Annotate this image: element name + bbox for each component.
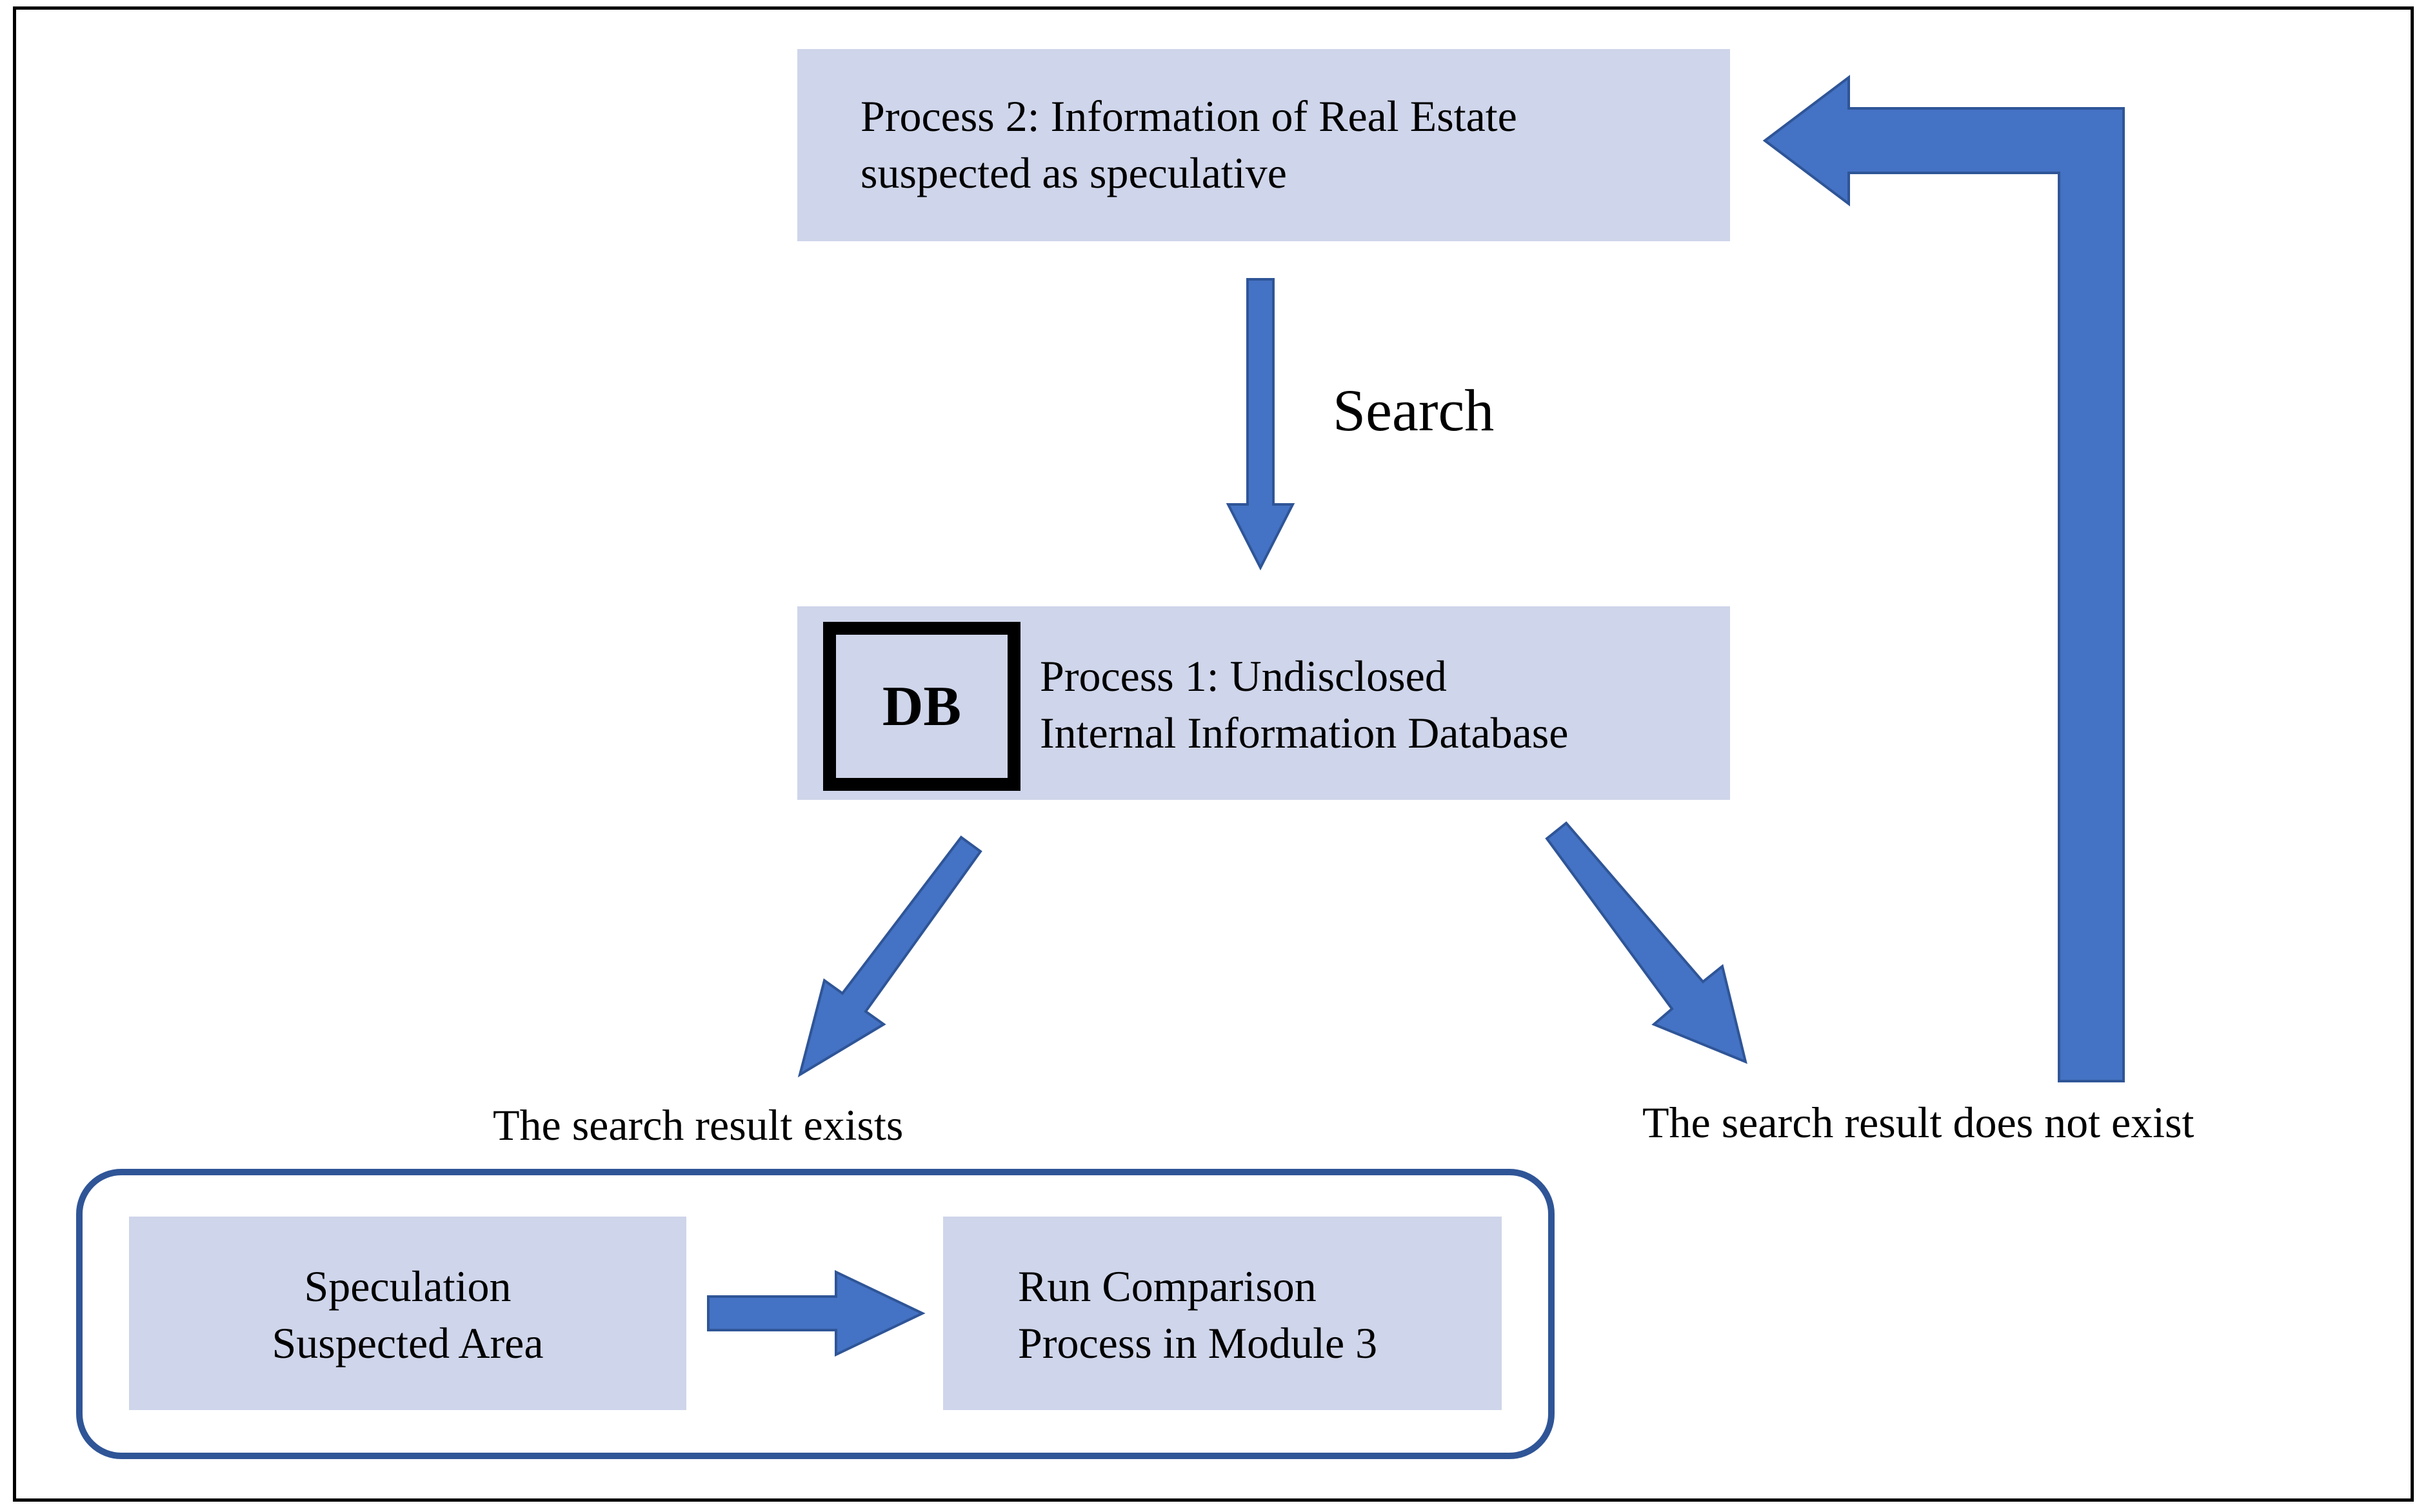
- process2-line1: Process 2: Information of Real Estate: [861, 92, 1517, 141]
- comparison-text: Run Comparison Process in Module 3: [1018, 1258, 1377, 1371]
- comparison-line2: Process in Module 3: [1018, 1318, 1378, 1368]
- not-exists-arrow: [1545, 821, 1747, 1064]
- speculation-area-line2: Suspected Area: [272, 1318, 544, 1368]
- search-arrow: [1226, 278, 1295, 571]
- speculation-area-line1: Speculation: [304, 1262, 512, 1311]
- process2-line2: suspected as speculative: [861, 148, 1287, 197]
- loop-back-arrow: [1762, 74, 2125, 1082]
- process1-text: Process 1: Undisclosed Internal Informat…: [1040, 648, 1568, 761]
- speculation-area-box: Speculation Suspected Area: [129, 1217, 686, 1410]
- process2-box: Process 2: Information of Real Estate su…: [797, 49, 1730, 241]
- comparison-line1: Run Comparison: [1018, 1262, 1317, 1311]
- process1-line2: Internal Information Database: [1040, 708, 1569, 757]
- process2-text: Process 2: Information of Real Estate su…: [861, 88, 1517, 201]
- exists-arrow: [797, 835, 982, 1078]
- speculation-to-comparison-arrow: [707, 1269, 926, 1357]
- outcome-exists-label: The search result exists: [493, 1100, 904, 1149]
- outcome-not-exists-label: The search result does not exist: [1642, 1098, 2194, 1147]
- process1-box: DB Process 1: Undisclosed Internal Infor…: [797, 606, 1730, 800]
- search-label: Search: [1333, 377, 1495, 443]
- process1-line1: Process 1: Undisclosed: [1040, 652, 1447, 701]
- speculation-area-text: Speculation Suspected Area: [129, 1258, 686, 1371]
- diagram-frame: [13, 6, 2414, 1502]
- db-icon: DB: [823, 622, 1020, 791]
- comparison-box: Run Comparison Process in Module 3: [943, 1217, 1502, 1410]
- result-group: [76, 1169, 1555, 1459]
